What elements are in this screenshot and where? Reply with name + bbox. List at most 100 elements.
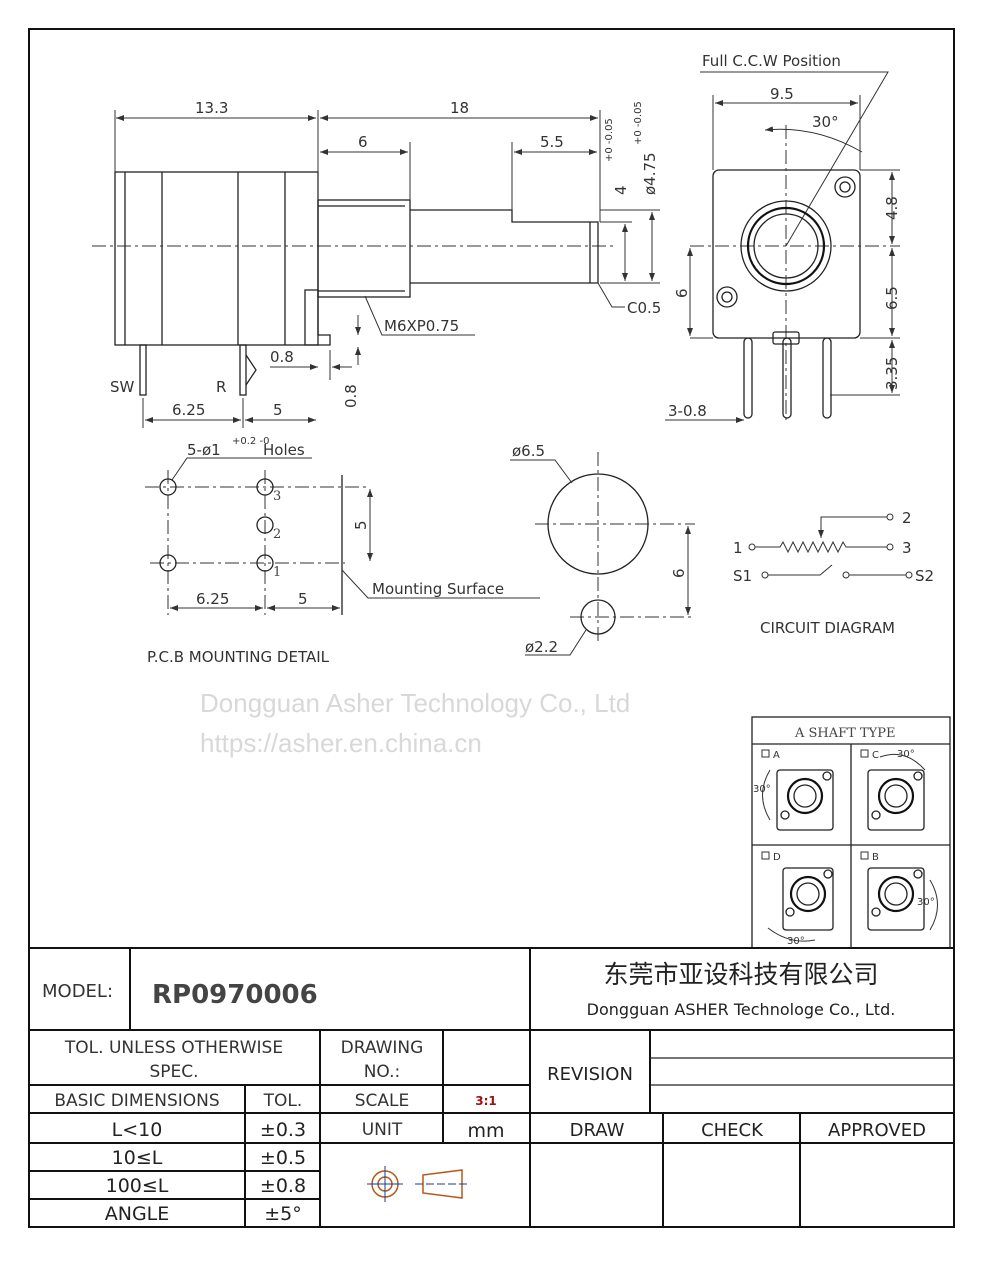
pin-r-label: R xyxy=(216,378,226,396)
ccw-angle: 30° xyxy=(812,113,839,131)
side-view: 13.3 18 6 5.5 4 +0 -0.05 ø4.75 +0 -0.05 … xyxy=(92,99,661,428)
dim-surface-offset: 5 xyxy=(298,590,308,608)
pcb-mounting-detail: 5-ø1 +0.2 -0 Holes 3 2 1 5 6.25 5 Mounti… xyxy=(145,436,540,666)
svg-text:D: D xyxy=(773,852,781,863)
chamfer-label: C0.5 xyxy=(627,299,661,317)
shaft-type-table: A SHAFT TYPE A 30° C 30° D 30° xyxy=(751,716,951,949)
unit-value: mm xyxy=(467,1120,504,1142)
tol-label: TOL. xyxy=(263,1091,303,1111)
watermark-company: Dongguan Asher Technology Co., Ltd xyxy=(200,688,630,718)
pin-number-2: 2 xyxy=(273,527,281,542)
thread-label: M6XP0.75 xyxy=(384,317,459,335)
tol-range-1: L<10 xyxy=(112,1119,163,1141)
title-block: MODEL: RP0970006 东莞市亚设科技有限公司 Dongguan AS… xyxy=(29,947,954,1227)
front-view: Full C.C.W Position 9.5 30° 4.8 6.5 3.35… xyxy=(665,52,901,423)
dim-hole-offset-panel: 6 xyxy=(670,568,688,578)
shaft xyxy=(410,209,599,284)
shaft-option-b[interactable]: B 30° xyxy=(860,851,938,931)
svg-text:A: A xyxy=(773,750,780,761)
pin-count-diameter: 3-0.8 xyxy=(668,402,707,420)
dim-body-length: 13.3 xyxy=(195,99,228,117)
tol-range-angle: ANGLE xyxy=(105,1203,170,1225)
body-outline xyxy=(114,171,319,346)
dim-upper-height: 4.8 xyxy=(883,196,901,220)
dim-pin-spacing-1: 6.25 xyxy=(172,401,205,419)
dim-pin-length: 3.35 xyxy=(883,357,901,390)
check-label: CHECK xyxy=(701,1120,764,1141)
watermark-url: https://asher.en.china.cn xyxy=(200,728,482,758)
terminal-s2: S2 xyxy=(915,567,934,585)
bushing xyxy=(317,199,411,298)
large-hole-diameter: ø6.5 xyxy=(512,442,545,460)
shaft-type-title: A SHAFT TYPE xyxy=(794,726,895,741)
small-hole-diameter: ø2.2 xyxy=(525,638,558,656)
holes-label: 5-ø1 xyxy=(187,441,221,459)
pin-number-1: 1 xyxy=(273,565,281,580)
pin-number-3: 3 xyxy=(273,489,281,504)
dim-hole-offset: 6 xyxy=(673,288,691,298)
svg-text:30°: 30° xyxy=(897,749,915,760)
dim-pin-spacing-2: 5 xyxy=(273,401,283,419)
ccw-position-note: Full C.C.W Position xyxy=(702,52,841,70)
sheet-border xyxy=(28,28,955,1228)
tol-header-line1: TOL. UNLESS OTHERWISE xyxy=(64,1038,283,1058)
dim-flat-tolerance: +0 -0.05 xyxy=(604,118,615,162)
pin-sw-label: SW xyxy=(110,378,135,396)
svg-text:B: B xyxy=(872,852,879,863)
front-pin-2 xyxy=(782,337,792,419)
dim-row-spacing: 5 xyxy=(352,520,370,530)
tol-range-2: 10≤L xyxy=(112,1147,163,1169)
svg-text:C: C xyxy=(872,750,879,761)
mount-tab xyxy=(304,289,331,346)
approved-label: APPROVED xyxy=(828,1120,926,1141)
circuit-diagram-title: CIRCUIT DIAGRAM xyxy=(760,619,895,637)
model-label: MODEL: xyxy=(42,981,113,1002)
mounting-surface-label: Mounting Surface xyxy=(372,580,504,598)
dim-bushing-length: 6 xyxy=(358,133,368,151)
front-pin-3 xyxy=(822,337,832,419)
terminal-3: 3 xyxy=(902,539,912,557)
tol-range-3: 100≤L xyxy=(106,1175,169,1197)
front-pin-1 xyxy=(743,337,753,419)
dim-total-length: 18 xyxy=(450,99,469,117)
pin-sw xyxy=(139,344,147,396)
shaft-option-d[interactable]: D 30° xyxy=(761,851,834,947)
holes-suffix: Holes xyxy=(263,441,305,459)
svg-text:30°: 30° xyxy=(753,784,771,795)
tol-value-angle: ±5° xyxy=(264,1203,302,1225)
tol-value-1: ±0.3 xyxy=(260,1119,306,1141)
draw-label: DRAW xyxy=(570,1120,625,1141)
dim-flat-length: 5.5 xyxy=(540,133,564,151)
drawing-no-label-line1: DRAWING xyxy=(341,1038,424,1058)
terminal-s1: S1 xyxy=(733,567,752,585)
tol-value-3: ±0.8 xyxy=(260,1175,306,1197)
dim-tab-height: 0.8 xyxy=(342,384,360,408)
company-name-cn: 东莞市亚设科技有限公司 xyxy=(603,960,878,989)
tol-header-line2: SPEC. xyxy=(149,1062,198,1082)
drawing-no-label-line2: NO.: xyxy=(364,1062,401,1082)
scale-label: SCALE xyxy=(355,1091,410,1111)
tol-value-2: ±0.5 xyxy=(260,1147,306,1169)
terminal-2: 2 xyxy=(902,509,912,527)
pin-r xyxy=(239,344,247,396)
dim-lower-height: 6.5 xyxy=(883,286,901,310)
company-name-en: Dongguan ASHER Technologe Co., Ltd. xyxy=(587,1000,896,1019)
circuit-diagram: 1 2 3 S1 S2 CIRCUIT DIAGRAM xyxy=(733,509,934,637)
model-value: RP0970006 xyxy=(152,980,318,1010)
dim-flat-diameter: 4 xyxy=(612,185,630,195)
unit-label: UNIT xyxy=(362,1120,403,1140)
dim-tab-width: 0.8 xyxy=(270,348,294,366)
dim-shaft-diameter: ø4.75 xyxy=(641,152,659,195)
svg-text:30°: 30° xyxy=(917,897,935,908)
basic-dimensions-label: BASIC DIMENSIONS xyxy=(54,1091,219,1111)
dim-width: 9.5 xyxy=(770,85,794,103)
shaft-option-a[interactable]: A 30° xyxy=(753,749,834,831)
shaft-option-c[interactable]: C 30° xyxy=(860,749,926,831)
svg-text:30°: 30° xyxy=(787,936,805,947)
holes-tolerance: +0.2 -0 xyxy=(232,436,269,447)
dim-shaft-tolerance: +0 -0.05 xyxy=(633,101,644,145)
revision-label: REVISION xyxy=(547,1064,633,1085)
terminal-1: 1 xyxy=(733,539,743,557)
projection-symbol-icon xyxy=(367,1166,470,1202)
